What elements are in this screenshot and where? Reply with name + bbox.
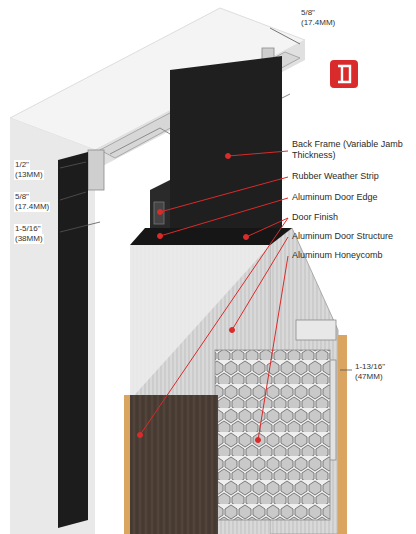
- dimension-label: 1-5/16": [14, 224, 42, 234]
- callout-label: Aluminum Door Structure: [292, 231, 393, 242]
- callout-label: Rubber Weather Strip: [292, 171, 379, 182]
- dimension-label: (13MM): [14, 170, 44, 180]
- callout-label: Door Finish: [292, 212, 338, 223]
- callout-label: Back Frame (Variable Jamb Thickness): [292, 139, 412, 161]
- callout-label: Aluminum Honeycomb: [292, 250, 383, 261]
- dimension-label: 1/2": [14, 160, 30, 170]
- dimension-label: 1-13/16": [354, 362, 386, 372]
- dimension-label: (17.4MM): [14, 202, 50, 212]
- dimension-label: (17.4MM): [300, 18, 336, 28]
- dimension-label: 5/8": [300, 8, 316, 18]
- dimension-label: (38MM): [14, 234, 44, 244]
- dimension-label: (47MM): [354, 372, 384, 382]
- callout-label: Aluminum Door Edge: [292, 192, 378, 203]
- dimension-label: 5/8": [14, 192, 30, 202]
